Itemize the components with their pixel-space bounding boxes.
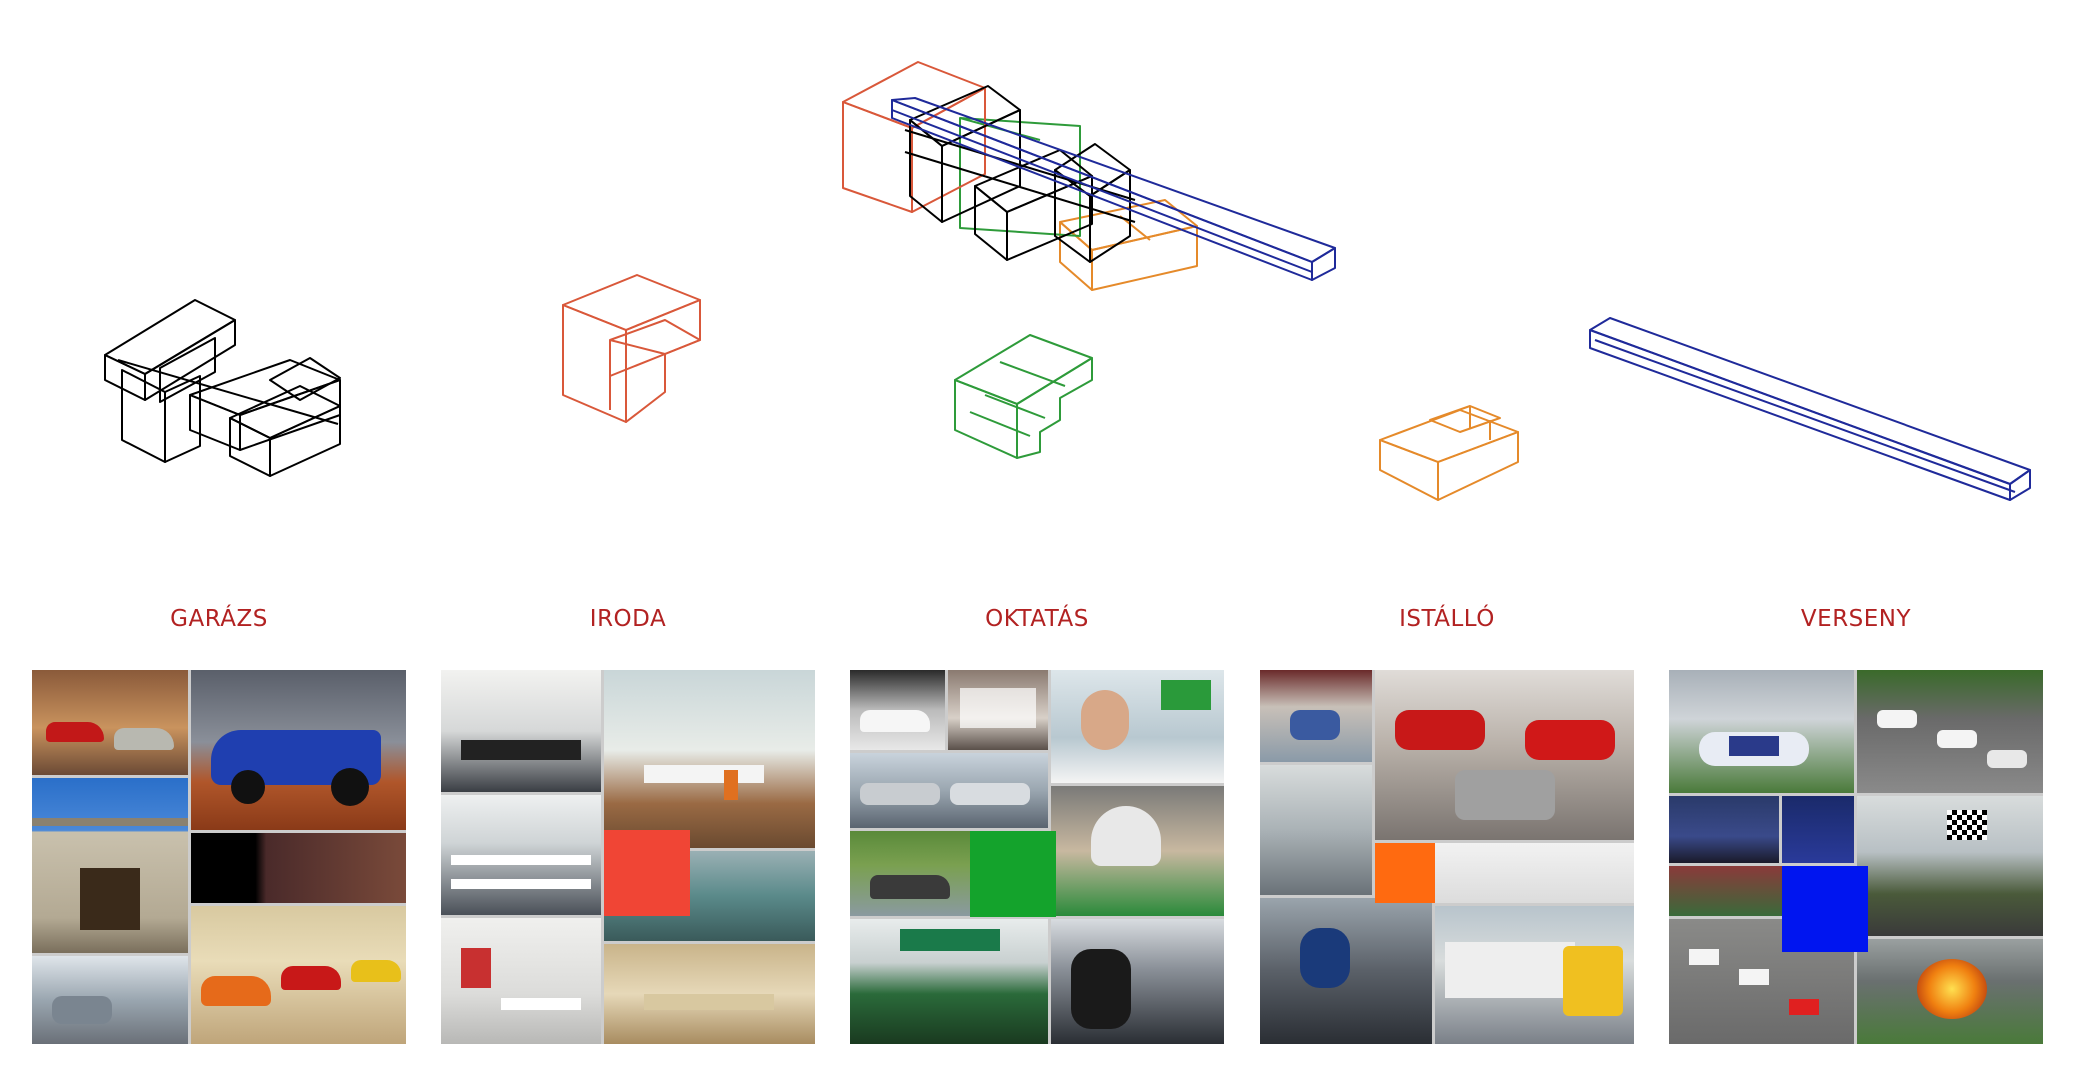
photo-conference — [604, 944, 815, 1044]
combined-blue-bar — [891, 97, 1336, 281]
photo-simulator — [1051, 919, 1224, 1044]
collage-iroda — [441, 670, 815, 1044]
verseny-massing — [1589, 317, 2031, 501]
photo-drivers — [948, 670, 1048, 750]
oktatas-massing — [954, 334, 1093, 459]
photo-helmet-driver — [1051, 786, 1224, 916]
photo-team-with-car — [1669, 670, 1854, 793]
photo-service-bay — [1260, 765, 1372, 895]
label-garazs: GARÁZS — [170, 606, 268, 632]
label-istallo: ISTÁLLÓ — [1399, 606, 1495, 632]
photo-touring-race — [1857, 670, 2043, 793]
photo-workshop — [32, 956, 188, 1044]
photo-workstations — [441, 795, 601, 915]
collage-istallo — [1260, 670, 1634, 1044]
label-oktatas: OKTATÁS — [985, 606, 1089, 632]
swatch-oktatas — [970, 831, 1056, 917]
photo-checkered-flag — [1857, 796, 2043, 936]
swatch-istallo — [1375, 843, 1435, 903]
photo-supercar-hall — [191, 906, 406, 1044]
collage-verseny — [1669, 670, 2043, 1044]
photo-fire-crash — [1857, 939, 2043, 1044]
photo-barn — [32, 778, 188, 953]
photo-pit-crew — [1669, 796, 1779, 863]
photo-office-lobby — [441, 670, 601, 792]
label-iroda: IRODA — [589, 606, 667, 632]
photo-formula-car — [191, 670, 406, 830]
swatch-iroda — [604, 830, 690, 916]
collage-garazs — [32, 670, 406, 1044]
photo-transporter-truck — [1435, 906, 1634, 1044]
photo-showroom — [32, 670, 188, 775]
photo-white-desks — [441, 918, 601, 1044]
iroda-massing — [562, 274, 701, 423]
photo-red-racecars — [1375, 670, 1634, 840]
combined-assembly — [842, 61, 1336, 291]
photo-fleet — [850, 753, 1048, 828]
photo-team-group — [850, 919, 1048, 1044]
photo-pit-garage — [1260, 670, 1372, 762]
photo-tyres — [1782, 796, 1854, 863]
photo-instructor — [1051, 670, 1224, 783]
label-verseny: VERSENY — [1800, 606, 1912, 632]
photo-dark-garage — [191, 833, 406, 903]
combined-black-block — [904, 85, 1136, 263]
swatch-verseny — [1782, 866, 1868, 952]
photo-open-office — [604, 670, 815, 848]
photo-white-car — [850, 670, 945, 750]
istallo-massing — [1379, 405, 1519, 501]
collage-oktatas — [850, 670, 1224, 1044]
garazs-massing — [104, 299, 341, 477]
photo-mechanic — [1260, 898, 1432, 1044]
